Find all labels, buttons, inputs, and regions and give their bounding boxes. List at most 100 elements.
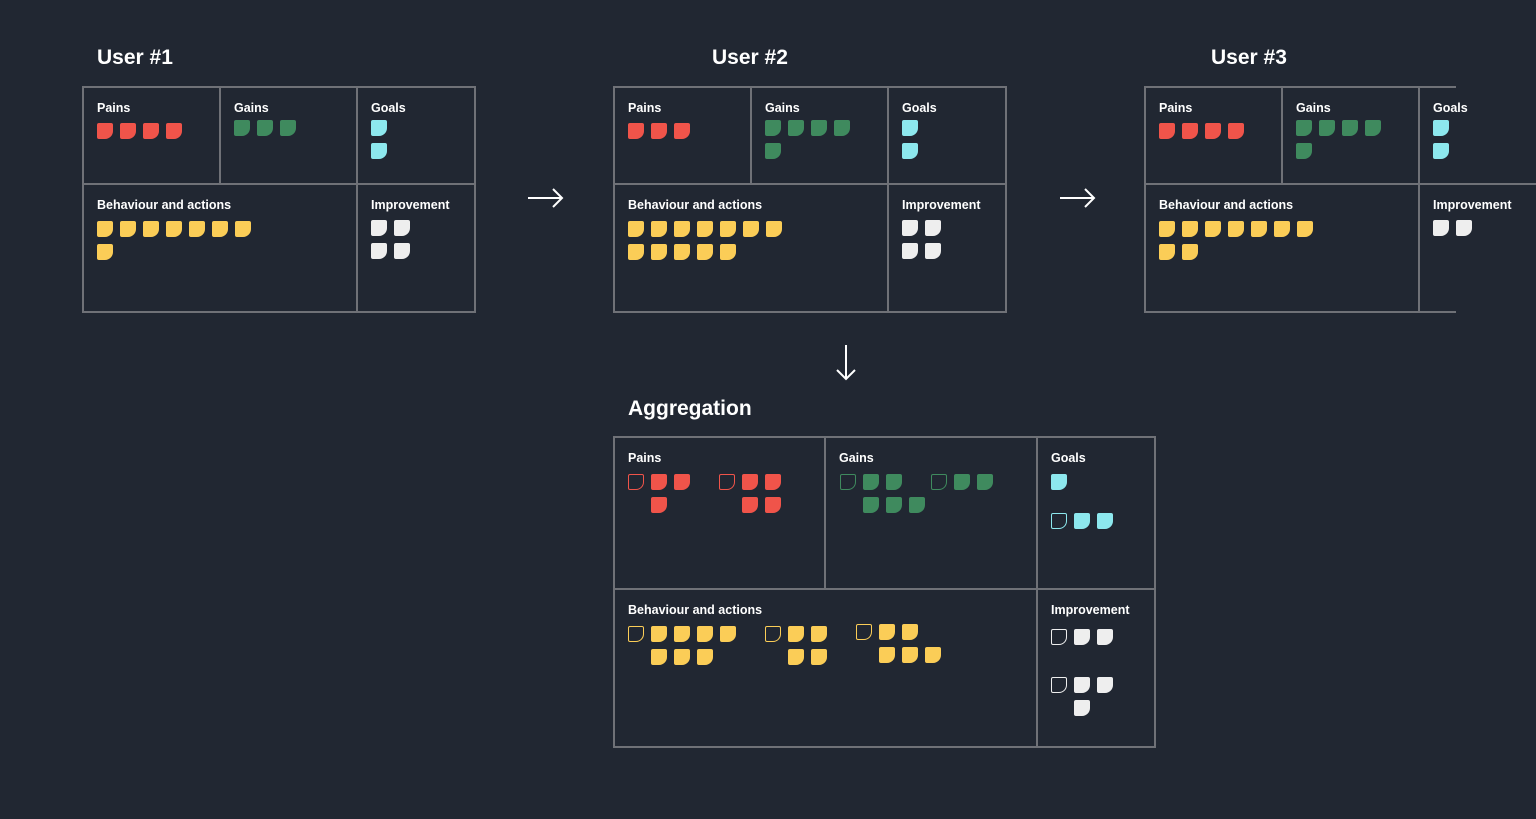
pains-sticky-note bbox=[742, 474, 758, 490]
behaviour-sticky-note bbox=[674, 244, 690, 260]
behaviour-sticky-note bbox=[1182, 244, 1198, 260]
user2-gains-label: Gains bbox=[765, 101, 800, 115]
user2-behaviour-label: Behaviour and actions bbox=[628, 198, 763, 212]
behaviour-sticky-note bbox=[674, 626, 690, 642]
user2-pains-cell: Pains bbox=[615, 88, 752, 185]
user2-behaviour-cell: Behaviour and actions bbox=[615, 185, 889, 311]
agg-behaviour-cell: Behaviour and actions bbox=[615, 590, 1038, 746]
behaviour-sticky-note bbox=[697, 221, 713, 237]
pains-group-marker bbox=[628, 474, 644, 490]
gains-sticky-note bbox=[954, 474, 970, 490]
improvement-group-marker bbox=[1051, 677, 1067, 693]
gains-sticky-note bbox=[811, 120, 827, 136]
goals-sticky-note bbox=[1433, 120, 1449, 136]
user1-gains-cell: Gains bbox=[221, 88, 358, 185]
gains-sticky-note bbox=[765, 143, 781, 159]
aggregation-board: Pains Gains Goals Behaviour and actions … bbox=[613, 436, 1156, 748]
behaviour-group-marker bbox=[856, 624, 872, 640]
user3-title: User #3 bbox=[1211, 46, 1287, 69]
pains-sticky-note bbox=[166, 123, 182, 139]
user2-improvement-cell: Improvement bbox=[889, 185, 1005, 311]
pains-sticky-note bbox=[651, 474, 667, 490]
pains-sticky-note bbox=[1159, 123, 1175, 139]
behaviour-sticky-note bbox=[97, 221, 113, 237]
user3-improvement-label: Improvement bbox=[1433, 198, 1512, 212]
pains-sticky-note bbox=[628, 123, 644, 139]
pains-sticky-note bbox=[143, 123, 159, 139]
user2-pains-label: Pains bbox=[628, 101, 662, 115]
improvement-sticky-note bbox=[1097, 629, 1113, 645]
gains-sticky-note bbox=[765, 120, 781, 136]
behaviour-sticky-note bbox=[1159, 221, 1175, 237]
improvement-sticky-note bbox=[1433, 220, 1449, 236]
goals-group-marker bbox=[1051, 513, 1067, 529]
behaviour-sticky-note bbox=[212, 221, 228, 237]
behaviour-sticky-note bbox=[1228, 221, 1244, 237]
behaviour-sticky-note bbox=[1182, 221, 1198, 237]
improvement-sticky-note bbox=[1456, 220, 1472, 236]
user2-goals-cell: Goals bbox=[889, 88, 1005, 185]
goals-sticky-note bbox=[371, 120, 387, 136]
behaviour-sticky-note bbox=[651, 221, 667, 237]
user3-board: Pains Gains Goals Behaviour and actions … bbox=[1144, 86, 1536, 313]
behaviour-sticky-note bbox=[651, 626, 667, 642]
goals-sticky-note bbox=[1433, 143, 1449, 159]
goals-sticky-note bbox=[1074, 513, 1090, 529]
behaviour-sticky-note bbox=[1274, 221, 1290, 237]
user3-improvement-cell: Improvement bbox=[1420, 185, 1536, 311]
goals-sticky-note bbox=[902, 143, 918, 159]
improvement-sticky-note bbox=[1074, 700, 1090, 716]
behaviour-sticky-note bbox=[189, 221, 205, 237]
user3-behaviour-label: Behaviour and actions bbox=[1159, 198, 1294, 212]
user1-improvement-cell: Improvement bbox=[358, 185, 474, 311]
pains-sticky-note bbox=[742, 497, 758, 513]
arrow-right-icon bbox=[1060, 188, 1096, 208]
gains-sticky-note bbox=[1296, 143, 1312, 159]
behaviour-sticky-note bbox=[628, 221, 644, 237]
improvement-sticky-note bbox=[394, 220, 410, 236]
user1-title: User #1 bbox=[97, 46, 173, 69]
behaviour-sticky-note bbox=[697, 244, 713, 260]
user1-gains-label: Gains bbox=[234, 101, 269, 115]
agg-improvement-cell: Improvement bbox=[1038, 590, 1154, 746]
user2-improvement-label: Improvement bbox=[902, 198, 981, 212]
behaviour-sticky-note bbox=[628, 244, 644, 260]
agg-improvement-label: Improvement bbox=[1051, 603, 1130, 617]
user1-behaviour-label: Behaviour and actions bbox=[97, 198, 232, 212]
goals-sticky-note bbox=[1097, 513, 1113, 529]
pains-sticky-note bbox=[1228, 123, 1244, 139]
behaviour-sticky-note bbox=[1205, 221, 1221, 237]
behaviour-sticky-note bbox=[788, 626, 804, 642]
gains-sticky-note bbox=[886, 497, 902, 513]
user1-board: Pains Gains Goals Behaviour and actions … bbox=[82, 86, 476, 313]
agg-goals-cell: Goals bbox=[1038, 438, 1154, 590]
user3-goals-cell: Goals bbox=[1420, 88, 1536, 185]
behaviour-sticky-note bbox=[97, 244, 113, 260]
pains-sticky-note bbox=[674, 123, 690, 139]
behaviour-sticky-note bbox=[811, 626, 827, 642]
behaviour-sticky-note bbox=[697, 626, 713, 642]
behaviour-sticky-note bbox=[1251, 221, 1267, 237]
gains-sticky-note bbox=[886, 474, 902, 490]
user3-gains-cell: Gains bbox=[1283, 88, 1420, 185]
gains-sticky-note bbox=[257, 120, 273, 136]
gains-sticky-note bbox=[1365, 120, 1381, 136]
behaviour-sticky-note bbox=[143, 221, 159, 237]
improvement-sticky-note bbox=[394, 243, 410, 259]
gains-sticky-note bbox=[1319, 120, 1335, 136]
behaviour-sticky-note bbox=[651, 649, 667, 665]
improvement-sticky-note bbox=[1074, 629, 1090, 645]
gains-sticky-note bbox=[863, 474, 879, 490]
agg-pains-label: Pains bbox=[628, 451, 662, 465]
behaviour-sticky-note bbox=[811, 649, 827, 665]
user1-improvement-label: Improvement bbox=[371, 198, 450, 212]
goals-sticky-note bbox=[1051, 474, 1067, 490]
behaviour-sticky-note bbox=[925, 647, 941, 663]
pains-sticky-note bbox=[120, 123, 136, 139]
improvement-sticky-note bbox=[1074, 677, 1090, 693]
behaviour-sticky-note bbox=[166, 221, 182, 237]
improvement-sticky-note bbox=[902, 243, 918, 259]
user2-goals-label: Goals bbox=[902, 101, 937, 115]
pains-sticky-note bbox=[1182, 123, 1198, 139]
agg-behaviour-label: Behaviour and actions bbox=[628, 603, 763, 617]
